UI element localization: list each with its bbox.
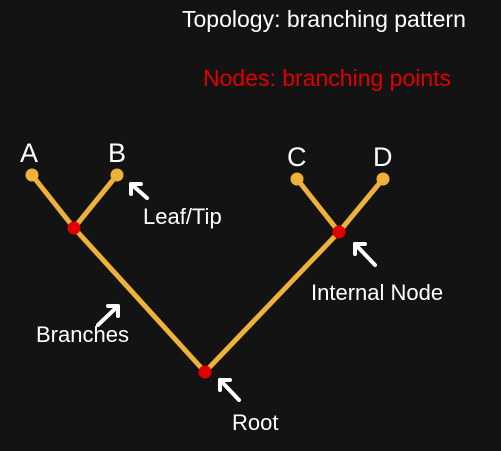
internal-node-ab bbox=[67, 221, 81, 235]
root-node bbox=[198, 365, 212, 379]
arrows bbox=[96, 182, 377, 402]
branch-b bbox=[71, 172, 120, 231]
branches-arrow-icon bbox=[96, 304, 120, 327]
branch-d bbox=[336, 176, 386, 235]
internal-node-cd bbox=[332, 225, 346, 239]
leaf-label-d: D bbox=[373, 142, 393, 172]
branch-cd-root bbox=[202, 229, 342, 375]
internal-node-label: Internal Node bbox=[311, 280, 444, 305]
root-arrow-icon bbox=[218, 378, 241, 402]
branches-label: Branches bbox=[36, 322, 129, 347]
diagram-subtitle: Nodes: branching points bbox=[203, 65, 452, 91]
branch-a bbox=[29, 172, 77, 231]
branch-c bbox=[294, 176, 342, 235]
leaf-node-c bbox=[290, 172, 304, 186]
leaf-label-a: A bbox=[20, 138, 39, 168]
leaf-label-c: C bbox=[287, 142, 307, 172]
leaf-node-b bbox=[110, 168, 124, 182]
nodes bbox=[25, 168, 390, 379]
internal-node-arrow-icon bbox=[353, 242, 377, 267]
leaf-node-a bbox=[25, 168, 39, 182]
diagram-title: Topology: branching pattern bbox=[182, 6, 466, 32]
leaf-tip-label: Leaf/Tip bbox=[143, 204, 222, 229]
leaf-arrow-icon bbox=[129, 182, 149, 200]
leaf-node-d bbox=[376, 172, 390, 186]
root-label: Root bbox=[232, 410, 279, 435]
branch-ab-root bbox=[71, 225, 208, 375]
branches bbox=[29, 172, 386, 375]
leaf-label-b: B bbox=[108, 138, 127, 168]
